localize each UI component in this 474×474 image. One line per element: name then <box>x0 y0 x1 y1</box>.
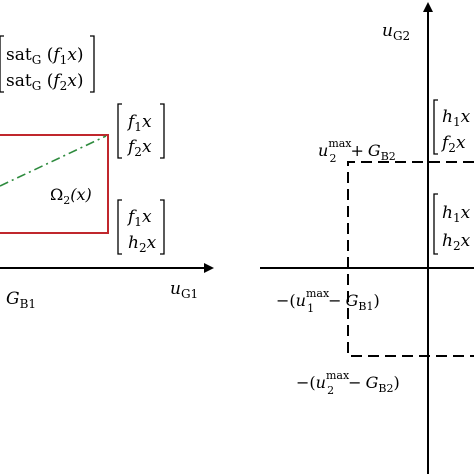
saturation-vector: satG (f1x) satG (f2x) <box>0 35 95 93</box>
left-bracket <box>433 99 438 155</box>
entry-h2x: h2x <box>128 233 157 255</box>
left-bracket <box>0 35 4 93</box>
sat-f2x: satG (f2x) <box>6 71 84 93</box>
y-axis-label-ug2: uG2 <box>382 21 410 43</box>
vector-h1x-h2x: h1x h2x <box>433 193 471 255</box>
entry-h1x: h1x <box>442 203 471 225</box>
green-dashdot-line <box>0 135 107 187</box>
left-bracket <box>117 199 122 255</box>
region-boundary <box>0 134 109 234</box>
left-panel: satG (f1x) satG (f2x) f1x f2x f1x h2x Ω2… <box>0 35 214 311</box>
right-bracket <box>160 103 165 159</box>
vector-f1x-f2x: f1x f2x <box>117 103 165 159</box>
vector-h1x-f2x: h1x f2x <box>433 99 471 155</box>
entry-f1x: f1x <box>126 207 152 229</box>
entry-f2x: f2x <box>440 133 466 155</box>
sat-f1x: satG (f1x) <box>6 45 84 67</box>
dashed-saturation-boundary <box>347 161 474 357</box>
tick-label-gb1: GB1 <box>6 289 36 311</box>
entry-h1x: h1x <box>442 107 471 129</box>
vector-f1x-h2x: f1x h2x <box>117 199 165 255</box>
left-bracket <box>433 193 438 255</box>
entry-h2x: h2x <box>442 231 471 253</box>
x-axis-label-ug1: uG1 <box>170 279 198 301</box>
right-bracket <box>160 199 165 255</box>
region-label-omega2: Ω2(x) <box>50 185 92 207</box>
entry-f2x: f2x <box>126 137 152 159</box>
left-bracket <box>117 103 122 159</box>
right-bracket <box>90 35 95 93</box>
entry-f1x: f1x <box>126 112 152 134</box>
